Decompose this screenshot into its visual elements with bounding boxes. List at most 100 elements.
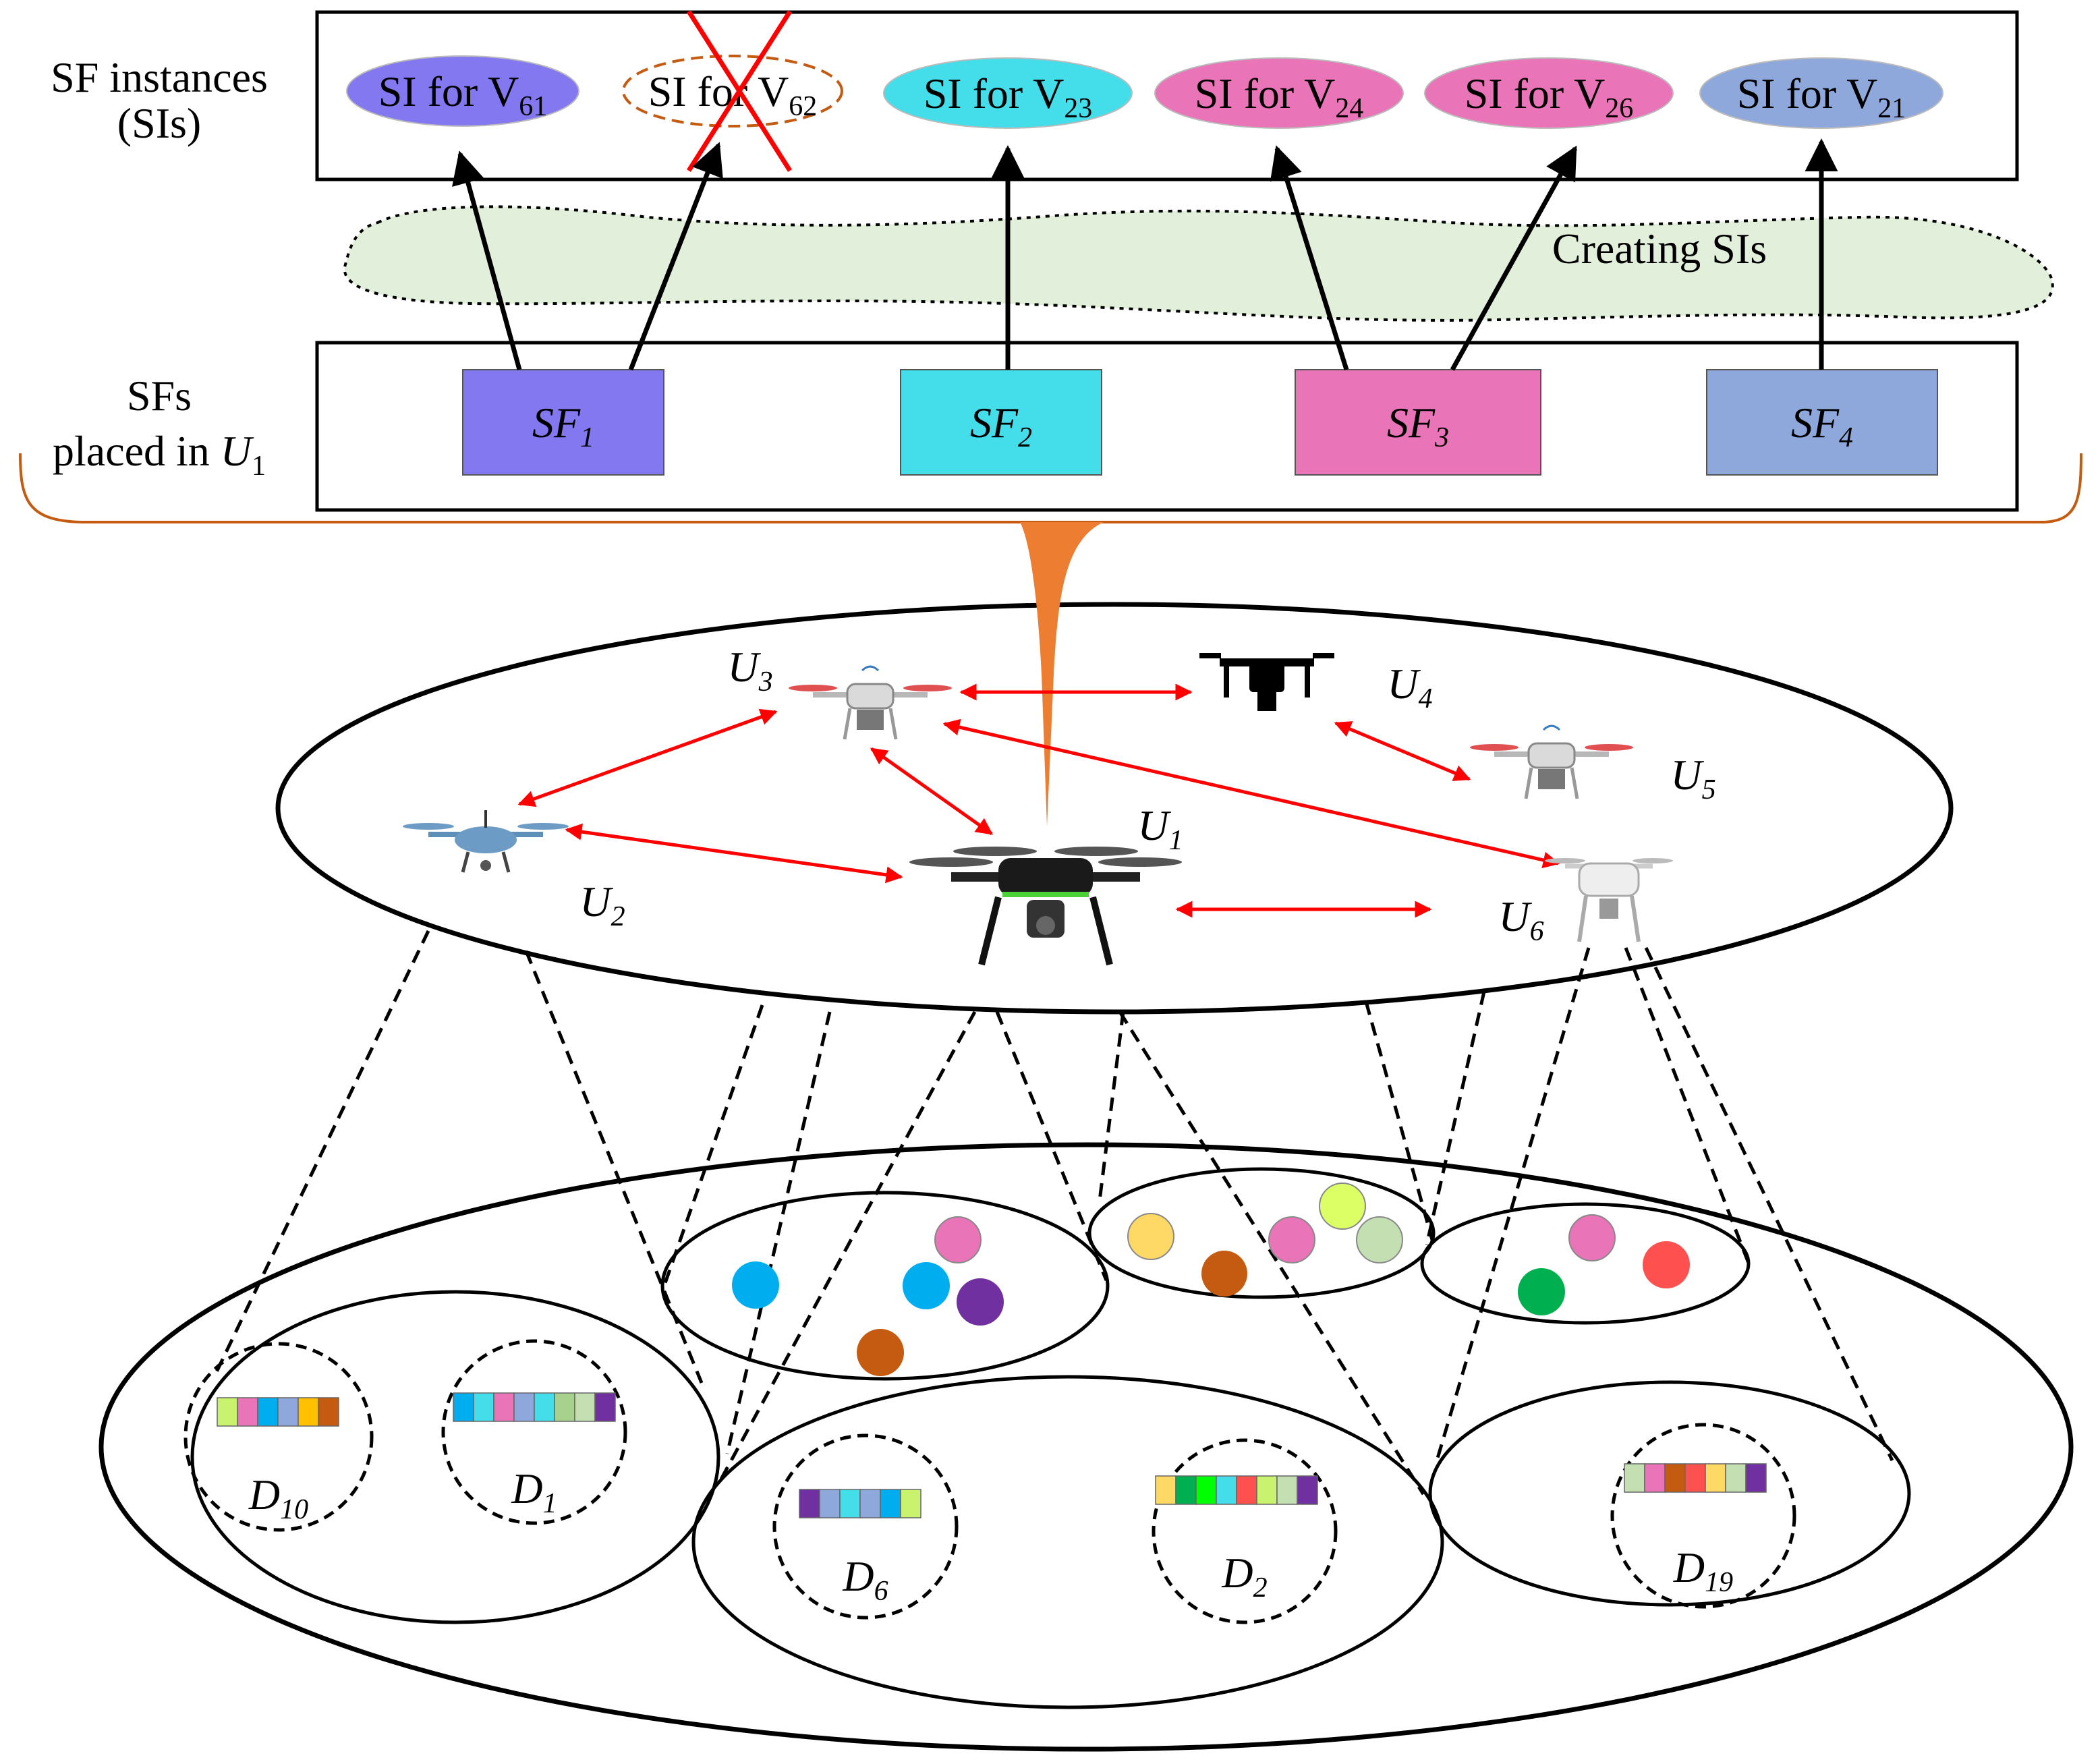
data-cell bbox=[297, 1397, 319, 1427]
device-boundary bbox=[1152, 1438, 1338, 1624]
device-boundary bbox=[1610, 1423, 1796, 1609]
data-cell bbox=[513, 1392, 535, 1422]
arrow-sf1-si61 bbox=[452, 150, 522, 370]
sf-label: SF4 bbox=[1791, 399, 1853, 453]
funnel bbox=[1020, 522, 1104, 826]
si-label: SI for V61 bbox=[378, 67, 548, 122]
cluster-top-b bbox=[1087, 1167, 1436, 1299]
device-data-bar bbox=[1624, 1463, 1767, 1493]
uav-label-u3: U3 bbox=[727, 643, 772, 698]
device-data-bar bbox=[799, 1489, 921, 1518]
si-label: SI for V62 bbox=[648, 67, 818, 122]
sf-label: SF3 bbox=[1387, 399, 1449, 453]
sf-to-si-arrows bbox=[452, 138, 1838, 371]
sf-label: SF2 bbox=[970, 399, 1032, 453]
data-cell bbox=[574, 1392, 596, 1422]
data-cell bbox=[1664, 1463, 1686, 1493]
link-u4-u5 bbox=[1334, 721, 1471, 781]
si-ellipse bbox=[1699, 57, 1943, 129]
si-v61: SI for V61 bbox=[346, 55, 579, 127]
data-cell bbox=[819, 1489, 841, 1518]
data-cell bbox=[1644, 1463, 1666, 1493]
si-row-label-line1: SF instances bbox=[51, 53, 268, 101]
sf-2: SF2 bbox=[900, 369, 1102, 476]
device-data-bar bbox=[1155, 1475, 1318, 1505]
si-row-label: SF instances (SIs) bbox=[51, 53, 268, 147]
sf-label: SF1 bbox=[532, 399, 594, 453]
data-cell bbox=[1236, 1475, 1257, 1505]
data-cell bbox=[1297, 1475, 1318, 1505]
device-d6: D6 bbox=[772, 1433, 959, 1620]
data-cell bbox=[1684, 1463, 1706, 1493]
cluster-top-a bbox=[660, 1191, 1110, 1381]
device-d1: D1 bbox=[441, 1339, 627, 1525]
arrow-sf3-si26 bbox=[1450, 145, 1578, 371]
cluster-right bbox=[1428, 1380, 1911, 1607]
sf-box-fill bbox=[462, 369, 664, 476]
device-label: D1 bbox=[511, 1464, 557, 1519]
drone-u4-icon bbox=[1199, 653, 1334, 711]
uav-label-u4: U4 bbox=[1387, 660, 1432, 714]
si-row-label-line2: (SIs) bbox=[117, 99, 201, 147]
device-d2: D2 bbox=[1152, 1438, 1338, 1624]
data-cell bbox=[1705, 1463, 1726, 1493]
cluster-left bbox=[190, 1290, 720, 1624]
data-cell bbox=[1175, 1475, 1197, 1505]
data-cell bbox=[1216, 1475, 1237, 1505]
data-cell bbox=[277, 1397, 299, 1427]
data-cell bbox=[534, 1392, 555, 1422]
device-boundary bbox=[183, 1342, 374, 1532]
device-data-bar bbox=[217, 1397, 339, 1427]
data-cell bbox=[554, 1392, 575, 1422]
device-data-bar bbox=[453, 1392, 616, 1422]
data-items bbox=[732, 1183, 1690, 1376]
link-u3-u6 bbox=[942, 718, 1560, 869]
data-cell bbox=[493, 1392, 515, 1422]
si-ellipse bbox=[622, 55, 843, 127]
device-label: D10 bbox=[248, 1471, 308, 1525]
arrow-sf3-si24 bbox=[1270, 145, 1349, 371]
sf-box-fill bbox=[1706, 369, 1938, 476]
device-label: D6 bbox=[842, 1552, 888, 1607]
data-cell bbox=[1155, 1475, 1176, 1505]
si-ellipse bbox=[883, 57, 1133, 129]
cluster-middle bbox=[691, 1375, 1444, 1709]
creating-sis-label: Creating SIs bbox=[1552, 225, 1767, 273]
arrow-sf1-si62 bbox=[628, 142, 723, 371]
device-label: D2 bbox=[1221, 1549, 1267, 1603]
si-v26: SI for V26 bbox=[1424, 57, 1674, 129]
data-cell bbox=[453, 1392, 474, 1422]
si-label: SI for V21 bbox=[1737, 69, 1906, 124]
uav-network bbox=[275, 602, 1954, 1015]
drone-u5-icon bbox=[1470, 724, 1633, 799]
data-cell bbox=[859, 1489, 881, 1518]
data-cell bbox=[799, 1489, 820, 1518]
brace bbox=[19, 453, 2082, 523]
uav-label-u2: U2 bbox=[579, 878, 625, 932]
sf-row-label: SFs placed in U1 bbox=[53, 372, 266, 482]
device-d10: D10 bbox=[183, 1342, 374, 1532]
data-cell bbox=[217, 1397, 238, 1427]
uav-label-u6: U6 bbox=[1498, 892, 1543, 947]
drone-u1-icon bbox=[909, 847, 1182, 966]
uav-label-u5: U5 bbox=[1670, 751, 1715, 805]
cluster-top-c bbox=[1420, 1202, 1751, 1325]
si-v24: SI for V24 bbox=[1154, 57, 1404, 129]
sf-box-fill bbox=[900, 369, 1102, 476]
si-ellipse bbox=[346, 55, 579, 127]
si-group: SI for V61 SI for V62 SI for V23 SI for V24… bbox=[346, 10, 1943, 172]
drone-u3-icon bbox=[789, 665, 952, 740]
si-label: SI for V26 bbox=[1465, 69, 1634, 124]
data-cell bbox=[1256, 1475, 1278, 1505]
si-ellipse bbox=[1424, 57, 1674, 129]
data-cell bbox=[1195, 1475, 1217, 1505]
uav-label-u1: U1 bbox=[1137, 801, 1183, 856]
drone-u6-icon bbox=[1545, 858, 1673, 942]
si-v23: SI for V23 bbox=[883, 57, 1133, 129]
creating-sis-cloud bbox=[343, 205, 2054, 322]
si-v62: SI for V62 bbox=[622, 10, 843, 172]
drone-u2-icon bbox=[403, 810, 569, 873]
sf-group: SF1 SF2 SF3 SF4 bbox=[462, 369, 1938, 476]
